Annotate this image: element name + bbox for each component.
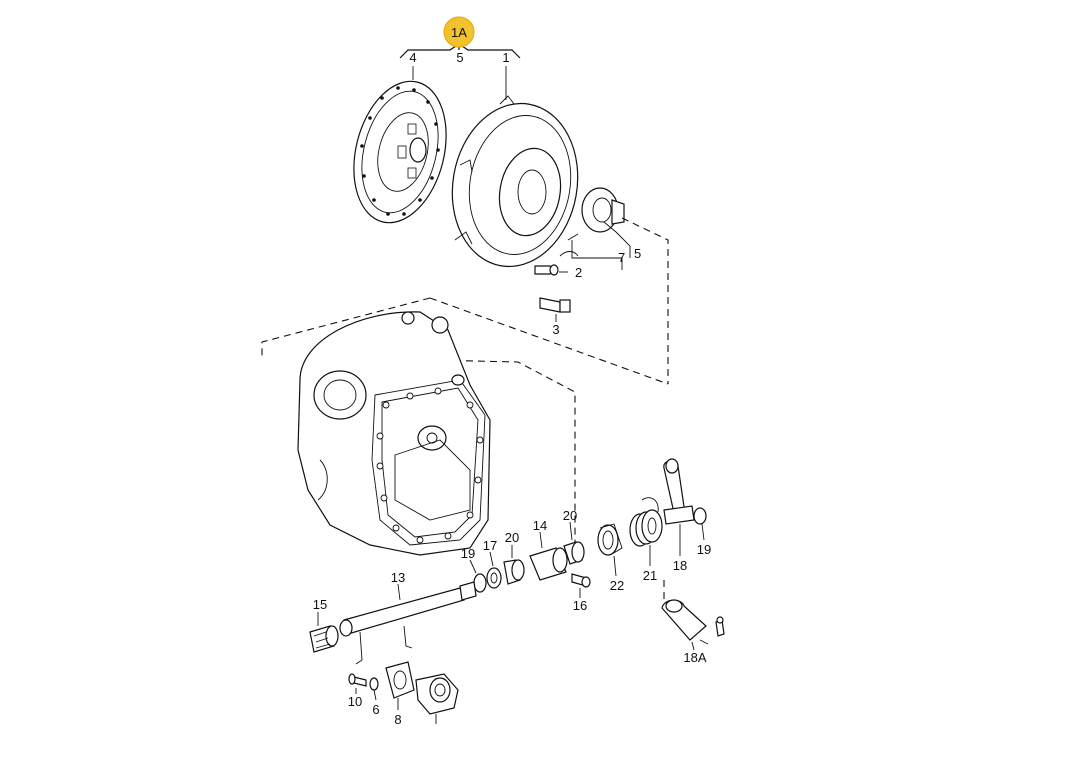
washer-10[interactable] [369,677,379,691]
callout-6[interactable]: 8 [394,712,401,727]
callout-19a[interactable]: 19 [461,546,475,561]
cross-shaft-13[interactable] [339,581,477,665]
alignment-lines [261,217,669,550]
bolt-16[interactable] [571,573,591,588]
release-lever-18A[interactable] [661,599,725,645]
spring-21[interactable] [629,509,663,547]
callout-22[interactable]: 22 [610,578,624,593]
callout-9[interactable]: 10 [348,694,362,709]
callout-1A[interactable]: 1A [443,16,475,48]
callout-20a[interactable]: 20 [563,508,577,523]
callout-20b[interactable]: 20 [505,530,519,545]
callout-5-top[interactable]: 5 [456,50,463,65]
clutch-disc[interactable] [340,71,460,232]
callout-19b[interactable]: 19 [697,542,711,557]
washer-17[interactable] [486,567,502,589]
callout-21[interactable]: 21 [643,568,657,583]
callout-13[interactable]: 13 [391,570,405,585]
bolt-3[interactable] [539,297,571,313]
callout-1[interactable]: 1 [502,50,509,65]
callout-17[interactable]: 17 [483,538,497,553]
callout-7[interactable]: 7 [618,250,625,265]
callout-10[interactable]: 6 [372,702,379,717]
pressure-plate[interactable] [440,93,591,276]
bushing-20a[interactable] [563,541,585,565]
callout-2[interactable]: 2 [575,265,582,280]
callout-1A-highlight [443,16,475,48]
callout-14[interactable]: 14 [533,518,547,533]
bolt-9[interactable] [348,673,367,687]
bushing-15[interactable] [309,625,339,653]
callout-16[interactable]: 16 [573,598,587,613]
bearing-housing-8[interactable] [415,673,459,715]
callout-5-right[interactable]: 5 [634,246,641,261]
callout-15[interactable]: 15 [313,597,327,612]
housing-bolts [376,387,484,544]
release-bearing[interactable] [559,187,625,257]
release-lever-18[interactable] [641,458,695,525]
callout-18[interactable]: 18 [673,558,687,573]
circlip-19b[interactable] [693,507,707,525]
disc-rivets [360,86,440,216]
callout-4[interactable]: 4 [409,50,416,65]
bolt-2[interactable] [534,264,559,276]
sleeve-14[interactable] [529,547,568,581]
gearbox-housing[interactable] [297,311,491,556]
circlip-19a[interactable] [473,573,487,593]
callout-3[interactable]: 3 [552,322,559,337]
bushing-20b[interactable] [503,559,525,585]
callout-1A-label: 1A [451,25,467,40]
gasket-6[interactable] [385,661,415,699]
bushing-22[interactable] [597,523,623,556]
callout-18A[interactable]: 18A [683,650,706,665]
